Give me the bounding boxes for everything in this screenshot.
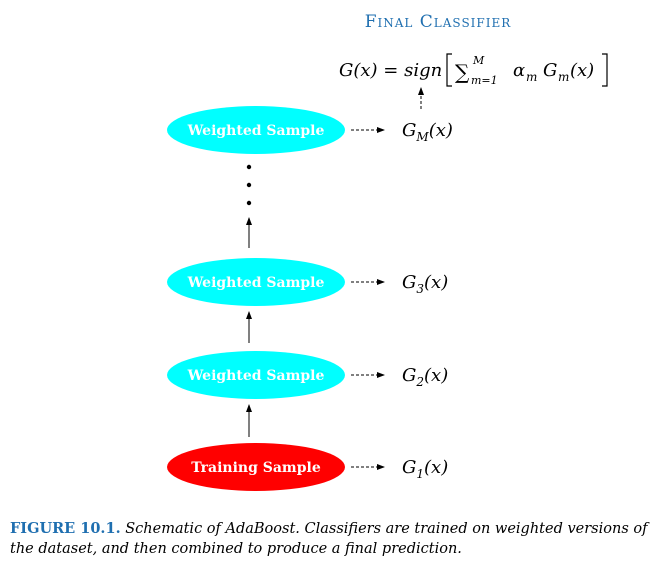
adaboost-diagram: Final Classifier G(x) = sign ∑ M m=1 α m… bbox=[167, 12, 608, 491]
final-formula: G(x) = sign ∑ M m=1 α m G m (x) bbox=[339, 53, 608, 87]
formula-sum-upper: M bbox=[472, 54, 485, 67]
caption-text: Schematic of AdaBoost. Classifiers are t… bbox=[10, 521, 648, 557]
sample-ellipse bbox=[167, 106, 345, 154]
sample-node: Weighted Sample G3(x) bbox=[167, 258, 448, 306]
classifier-label: GM(x) bbox=[402, 120, 453, 144]
ellipsis-dots bbox=[246, 164, 252, 206]
formula-left-bracket bbox=[446, 53, 452, 87]
formula-alpha-sub: m bbox=[526, 70, 537, 84]
formula-sum-lower: m=1 bbox=[471, 74, 498, 87]
formula-lhs: G(x) = sign bbox=[339, 60, 442, 81]
sample-ellipse bbox=[167, 258, 345, 306]
sample-node: Weighted Sample G2(x) bbox=[167, 351, 448, 399]
sample-label: Training Sample bbox=[191, 460, 321, 476]
formula-g: G bbox=[543, 60, 557, 81]
sample-node: Training Sample G1(x) bbox=[167, 443, 448, 491]
formula-right-bracket bbox=[602, 53, 608, 87]
sample-label: Weighted Sample bbox=[187, 368, 325, 384]
formula-arg: (x) bbox=[570, 60, 594, 81]
sample-label: Weighted Sample bbox=[187, 275, 325, 291]
formula-g-sub: m bbox=[558, 70, 569, 84]
classifier-label: G3(x) bbox=[402, 272, 448, 296]
sample-ellipse bbox=[167, 351, 345, 399]
classifier-label: G1(x) bbox=[402, 457, 448, 481]
sample-label: Weighted Sample bbox=[187, 123, 325, 139]
final-classifier-title: Final Classifier bbox=[365, 12, 512, 32]
classifier-label: G2(x) bbox=[402, 365, 448, 389]
sample-ellipse bbox=[167, 443, 345, 491]
figure-caption: FIGURE 10.1. Schematic of AdaBoost. Clas… bbox=[10, 519, 660, 559]
formula-alpha: α bbox=[513, 60, 525, 81]
formula-sum: ∑ bbox=[455, 60, 470, 84]
sample-node: Weighted Sample GM(x) bbox=[167, 106, 453, 154]
caption-label: FIGURE 10.1. bbox=[10, 520, 121, 537]
